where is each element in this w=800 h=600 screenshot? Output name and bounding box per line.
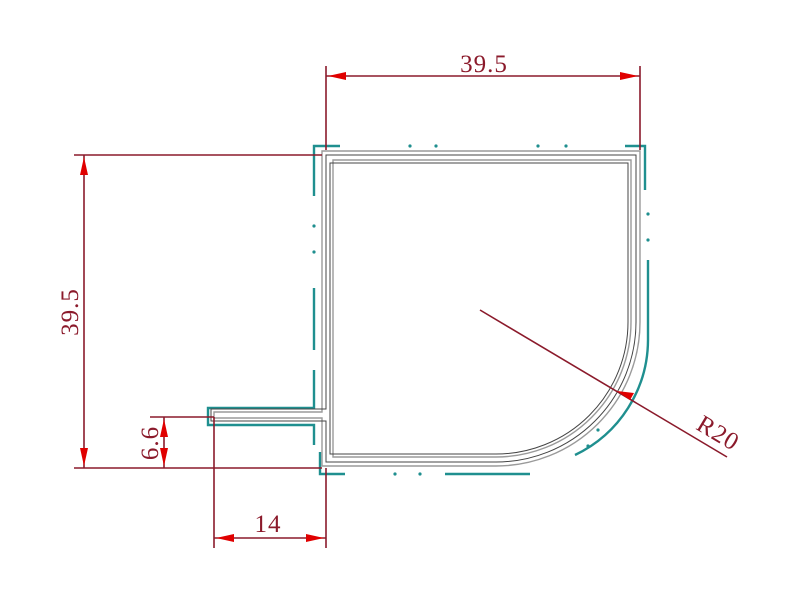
radius-leader-line — [479, 309, 728, 458]
dimension-flange-width: 14 — [255, 511, 282, 538]
arrow-flange-height-bottom — [160, 448, 168, 466]
arrow-left-height-bottom — [80, 448, 88, 466]
dimension-lines — [74, 66, 728, 548]
arrow-flange-height-top — [160, 419, 168, 437]
dimension-corner-radius: R20 — [692, 410, 744, 456]
profile-core-walls — [210, 154, 637, 463]
arrow-radius — [617, 391, 634, 400]
arrow-flange-width-left — [216, 534, 234, 542]
arrow-left-height-top — [80, 157, 88, 175]
dimension-flange-height: 6.6 — [137, 426, 164, 460]
arrow-top-width-right — [620, 72, 638, 80]
dimension-left-height: 39.5 — [57, 288, 84, 336]
dimension-arrows — [80, 72, 638, 542]
profile-inner-walls — [213, 150, 641, 467]
profile-dots — [312, 144, 650, 476]
dimension-top-width: 39.5 — [460, 51, 508, 78]
arrow-flange-width-right — [306, 534, 324, 542]
arrow-top-width-left — [328, 72, 346, 80]
profile-outer-contour — [206, 144, 650, 476]
